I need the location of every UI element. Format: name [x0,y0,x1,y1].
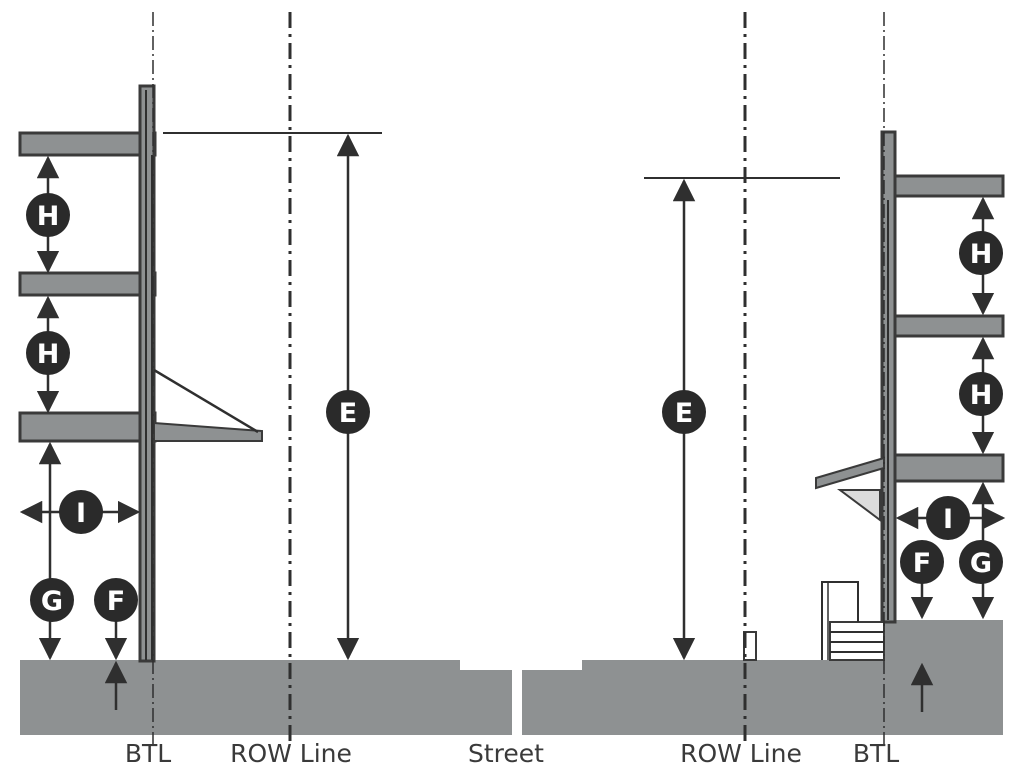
right-building [743,130,1005,661]
right-entry-stairs [821,581,885,661]
label-btl-right: BTL [853,739,899,767]
marker-h-right-lower: H [959,372,1003,416]
marker-f-right: F [900,540,944,584]
marker-g-left-text: G [41,586,63,617]
label-btl-left: BTL [125,739,171,767]
left-slab-low [18,411,157,443]
left-slab-top [18,131,157,157]
marker-h-left-upper: H [26,193,70,237]
marker-f-left-text: F [107,586,125,617]
marker-e-right-text: E [675,398,693,429]
left-awning [153,421,263,442]
marker-i-left: I [59,490,103,534]
marker-i-right-text: I [943,504,953,535]
marker-h-left-lower: H [26,331,70,375]
marker-i-right: I [926,496,970,540]
marker-e-left: E [326,390,370,434]
right-awning [815,456,885,490]
marker-g-left: G [30,578,74,622]
marker-e-right: E [662,390,706,434]
marker-h-right-upper: H [959,231,1003,275]
right-slab-middle [891,314,1005,338]
marker-h-right-lower-text: H [970,380,993,411]
label-row-line-left: ROW Line [230,739,352,767]
marker-h-right-upper-text: H [970,239,993,270]
ground-left [20,660,512,735]
left-building [18,84,263,663]
left-slab-middle [18,271,157,297]
right-slab-low [891,453,1005,483]
label-row-line-right: ROW Line [680,739,802,767]
marker-g-right: G [959,540,1003,584]
ground-right [522,620,1003,735]
marker-g-right-text: G [970,548,992,579]
right-slab-top [891,174,1005,198]
label-street: Street [468,739,544,767]
marker-i-left-text: I [76,498,86,529]
marker-h-left-lower-text: H [37,339,60,370]
marker-f-left: F [94,578,138,622]
marker-h-left-upper-text: H [37,201,60,232]
marker-f-right-text: F [913,548,931,579]
marker-e-left-text: E [339,398,357,429]
